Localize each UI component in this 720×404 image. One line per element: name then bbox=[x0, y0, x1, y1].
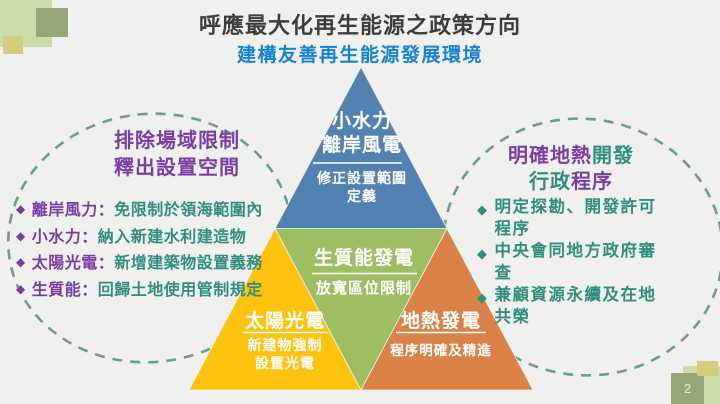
item-text-line1: 中央會同地方政府審 bbox=[494, 242, 657, 260]
right-bubble-heading-line2: 行政程序 bbox=[465, 169, 677, 195]
item-text-line1: 明定探勘、開發許可 bbox=[494, 198, 657, 216]
item-desc: 納入新建水利建造物 bbox=[97, 228, 247, 246]
item-term: 生質能： bbox=[31, 281, 98, 299]
corner-square-bottomright-yellow bbox=[697, 361, 718, 376]
diamond-bullet-icon: ◆ bbox=[477, 290, 489, 305]
corner-square-topleft-olive bbox=[36, 8, 68, 37]
pyramid-middle-note: 放寬區位限制 bbox=[315, 280, 412, 297]
item-text-line1: 兼顧資源永續及在地 bbox=[494, 286, 657, 304]
right-bubble-list: ◆ 明定探勘、開發許可 程序 ◆ 中央會同地方政府審 查 ◆ 兼顧資源永續及在地… bbox=[477, 196, 687, 328]
right-bubble-heading-line1: 明確地熱開發 bbox=[465, 143, 677, 169]
heading-segment: 明確地熱 bbox=[508, 145, 592, 167]
item-term: 小水力： bbox=[31, 228, 98, 246]
item-text: 中央會同地方政府審 查 bbox=[495, 240, 688, 284]
pyramid-top-note-line1: 修正設置範圍 bbox=[317, 170, 407, 186]
item-text-line2: 程序 bbox=[494, 220, 531, 238]
pyramid-top-title: 小水力 離岸風電 bbox=[287, 110, 437, 158]
list-item: ◆ 兼顧資源永續及在地 共榮 bbox=[477, 284, 687, 328]
pyramid-bottomright-section bbox=[360, 227, 534, 391]
item-desc: 新增建築物設置義務 bbox=[114, 255, 263, 272]
diamond-bullet-icon: ◆ bbox=[16, 281, 26, 296]
pyramid-bottomleft-note: 新建物強制 設置光電 bbox=[210, 336, 360, 372]
left-bubble-heading: 排除場域限制 釋出設置空間 bbox=[62, 128, 292, 182]
left-bubble-heading-line1: 排除場域限制 bbox=[114, 130, 240, 152]
slide-subtitle: 建構友善再生能源發展環境 bbox=[236, 45, 483, 66]
corner-square-topleft-yellow bbox=[3, 36, 23, 54]
diamond-bullet-icon: ◆ bbox=[477, 246, 489, 261]
item-text-line2: 查 bbox=[494, 264, 513, 282]
item-text: 明定探勘、開發許可 程序 bbox=[495, 196, 688, 240]
left-bubble-heading-line2: 釋出設置空間 bbox=[114, 157, 240, 179]
item-text-line2: 共榮 bbox=[494, 308, 531, 326]
pyramid-bottomleft-section bbox=[188, 227, 362, 391]
list-item: ◆ 小水力： 納入新建水利建造物 bbox=[16, 223, 263, 250]
list-item: ◆ 中央會同地方政府審 查 bbox=[477, 240, 687, 284]
diamond-bullet-icon: ◆ bbox=[16, 228, 26, 243]
list-item: ◆ 離岸風力： 免限制於領海範圍內 bbox=[16, 196, 263, 223]
pyramid-bottomleft-note-line1: 新建物強制 bbox=[247, 337, 323, 353]
item-term: 太陽光電： bbox=[31, 255, 115, 272]
pyramid-top-note: 修正設置範圍 定義 bbox=[287, 169, 437, 205]
list-item: ◆ 生質能： 回歸土地使用管制規定 bbox=[16, 276, 263, 303]
slide-title: 呼應最大化再生能源之政策方向 bbox=[198, 13, 521, 38]
pyramid-top-title-line1: 小水力 bbox=[331, 111, 392, 132]
pyramid-bottomleft-note-line2: 設置光電 bbox=[255, 355, 315, 371]
heading-segment: 程序 bbox=[571, 171, 613, 193]
pyramid-bottomright-title: 地熱發電 bbox=[400, 311, 481, 332]
pyramid-bottomright-note: 程序明確及精進 bbox=[390, 343, 492, 358]
page-number: 2 bbox=[683, 381, 692, 396]
list-item: ◆ 太陽光電： 新增建築物設置義務 bbox=[16, 249, 263, 276]
right-dashed-oval bbox=[442, 117, 720, 377]
diamond-bullet-icon: ◆ bbox=[16, 202, 26, 217]
heading-segment: 行政 bbox=[529, 171, 571, 193]
heading-segment: 開發 bbox=[592, 145, 634, 167]
page-number-square: 2 bbox=[671, 373, 704, 404]
pyramid-top-note-line2: 定義 bbox=[347, 188, 377, 204]
pyramid-bottomleft-title: 太陽光電 bbox=[244, 311, 325, 332]
item-desc: 回歸土地使用管制規定 bbox=[97, 281, 263, 299]
list-item: ◆ 明定探勘、開發許可 程序 bbox=[477, 196, 687, 240]
pyramid-middle-title: 生質能發電 bbox=[313, 248, 414, 269]
diamond-bullet-icon: ◆ bbox=[16, 255, 26, 270]
item-term: 離岸風力： bbox=[31, 202, 115, 219]
pyramid-top-title-line2: 離岸風電 bbox=[321, 135, 402, 156]
item-desc: 免限制於領海範圍內 bbox=[114, 202, 263, 219]
diamond-bullet-icon: ◆ bbox=[477, 202, 489, 217]
right-bubble-heading: 明確地熱開發 行政程序 bbox=[465, 143, 677, 195]
left-bubble-list: ◆ 離岸風力： 免限制於領海範圍內 ◆ 小水力： 納入新建水利建造物 ◆ 太陽光… bbox=[16, 196, 263, 302]
item-text: 兼顧資源永續及在地 共榮 bbox=[495, 284, 688, 328]
